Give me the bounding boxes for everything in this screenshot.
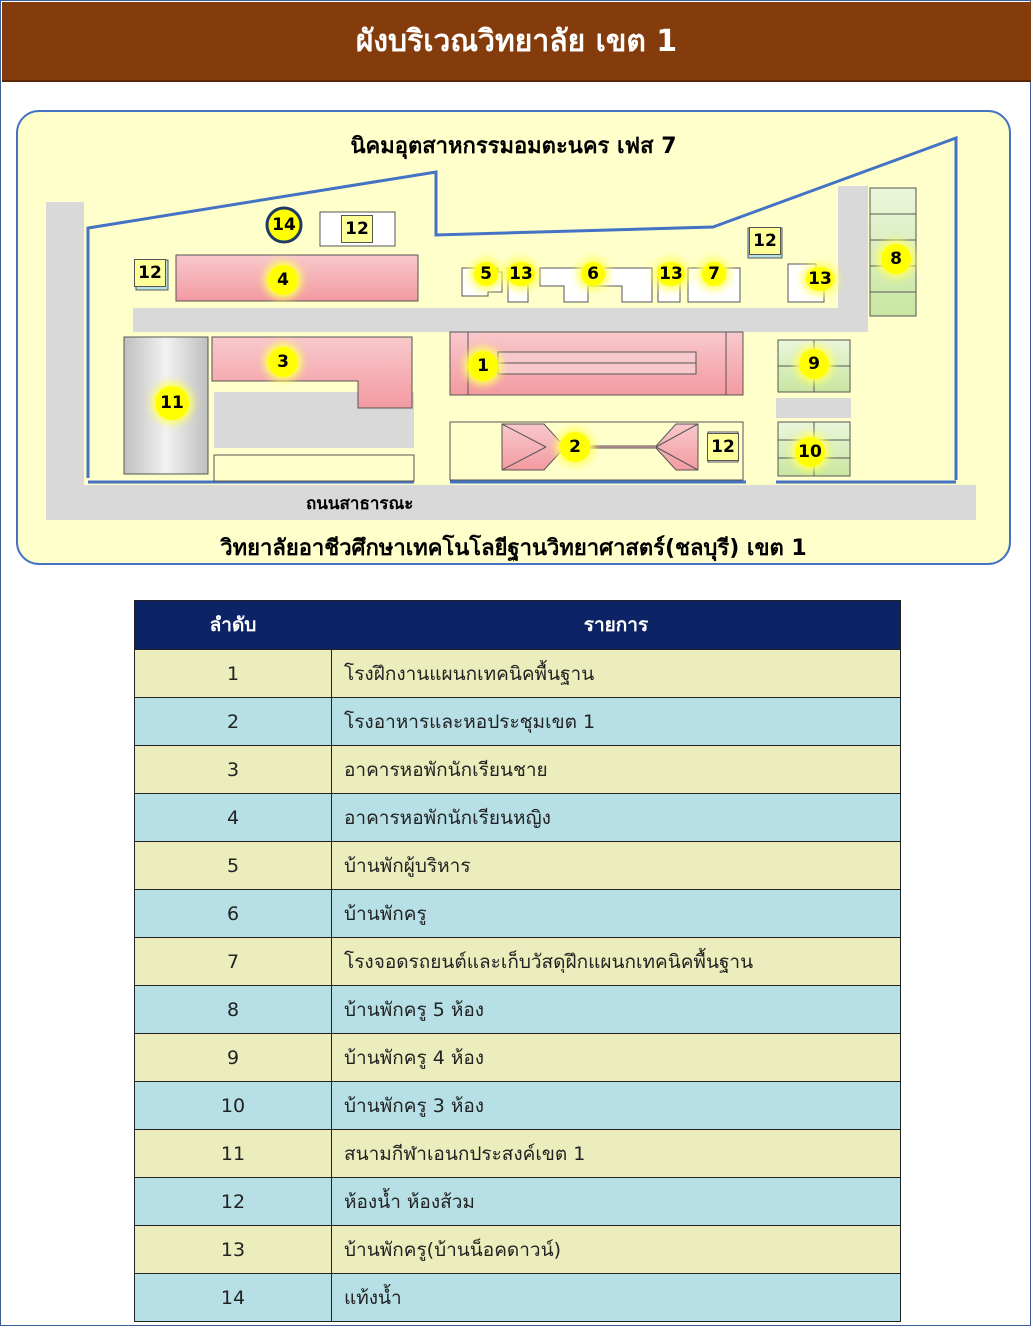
row-index: 7 xyxy=(134,937,332,986)
marker-12-dining: 12 xyxy=(707,433,739,461)
row-index: 2 xyxy=(134,697,332,746)
row-name: บ้านพักครู 5 ห้อง xyxy=(331,985,901,1034)
marker-2: 2 xyxy=(560,432,590,462)
row-name: แท้งน้ำ xyxy=(331,1273,901,1322)
row-index: 1 xyxy=(134,649,332,698)
marker-5: 5 xyxy=(474,262,498,286)
marker-12-left: 12 xyxy=(134,259,166,287)
row-name: อาคารหอพักนักเรียนชาย xyxy=(331,745,901,794)
page-title: ผังบริเวณวิทยาลัย เขต 1 xyxy=(355,24,678,59)
campus-map-drawing xyxy=(16,110,1011,565)
row-index: 8 xyxy=(134,985,332,1034)
row-name: บ้านพักครู 4 ห้อง xyxy=(331,1033,901,1082)
row-name: โรงฝึกงานแผนกเทคนิคพื้นฐาน xyxy=(331,649,901,698)
marker-6: 6 xyxy=(581,262,605,286)
marker-13-c: 13 xyxy=(806,267,834,291)
marker-9: 9 xyxy=(799,349,829,379)
marker-10: 10 xyxy=(795,437,825,467)
marker-1: 1 xyxy=(468,351,498,381)
row-index: 5 xyxy=(134,841,332,890)
map-bottom-label: วิทยาลัยอาชีวศึกษาเทคโนโลยีฐานวิทยาศาสตร… xyxy=(220,536,807,561)
building-2-line-d xyxy=(655,446,699,471)
campus-boundary xyxy=(86,135,958,480)
marker-12-right: 12 xyxy=(749,227,781,255)
header-index: ลำดับ xyxy=(134,600,332,650)
marker-13-b: 13 xyxy=(657,262,685,286)
building-3-annex xyxy=(213,454,415,482)
row-name: อาคารหอพักนักเรียนหญิง xyxy=(331,793,901,842)
map-top-label: นิคมอุตสาหกรรมอมตะนคร เฟส 7 xyxy=(350,134,677,159)
building-2-line-a xyxy=(501,423,547,448)
row-index: 10 xyxy=(134,1081,332,1130)
building-2-lot xyxy=(449,421,744,481)
header-bar: ผังบริเวณวิทยาลัย เขต 1 xyxy=(2,2,1031,82)
building-2-line-c xyxy=(655,423,699,448)
row-name: บ้านพักผู้บริหาร xyxy=(331,841,901,890)
row-name: บ้านพักครู 3 ห้อง xyxy=(331,1081,901,1130)
row-index: 11 xyxy=(134,1129,332,1178)
marker-12-top: 12 xyxy=(341,215,373,243)
road-label: ถนนสาธารณะ xyxy=(306,494,414,514)
building-3 xyxy=(211,336,413,409)
marker-11: 11 xyxy=(155,386,189,420)
row-index: 6 xyxy=(134,889,332,938)
row-name: โรงจอดรถยนต์และเก็บวัสดุฝึกแผนกเทคนิคพื้… xyxy=(331,937,901,986)
row-name: ห้องน้ำ ห้องส้วม xyxy=(331,1177,901,1226)
marker-14: 14 xyxy=(272,215,296,235)
marker-4: 4 xyxy=(268,265,298,295)
row-index: 12 xyxy=(134,1177,332,1226)
marker-7: 7 xyxy=(702,262,726,286)
road-right xyxy=(838,186,868,332)
row-name: โรงอาหารและหอประชุมเขต 1 xyxy=(331,697,901,746)
row-index: 4 xyxy=(134,793,332,842)
water-tank xyxy=(265,206,303,244)
road-left xyxy=(46,202,84,520)
row-index: 13 xyxy=(134,1225,332,1274)
row-index: 9 xyxy=(134,1033,332,1082)
marker-8: 8 xyxy=(881,244,911,274)
road-middle xyxy=(133,308,868,332)
building-2-line-b xyxy=(501,446,547,471)
campus-map: นิคมอุตสาหกรรมอมตะนคร เฟส 7 ถนนสาธารณะ ว… xyxy=(16,110,1011,565)
road-connector xyxy=(776,398,851,418)
header-name: รายการ xyxy=(331,600,901,650)
row-name: บ้านพักครู xyxy=(331,889,901,938)
row-index: 3 xyxy=(134,745,332,794)
row-index: 14 xyxy=(134,1273,332,1322)
marker-13-a: 13 xyxy=(507,262,535,286)
legend-header-row: ลำดับ รายการ xyxy=(134,600,901,650)
row-name: สนามกีฬาเอนกประสงค์เขต 1 xyxy=(331,1129,901,1178)
road-bottom xyxy=(46,485,976,520)
marker-3: 3 xyxy=(268,347,298,377)
row-name: บ้านพักครู(บ้านน็อคดาวน์) xyxy=(331,1225,901,1274)
